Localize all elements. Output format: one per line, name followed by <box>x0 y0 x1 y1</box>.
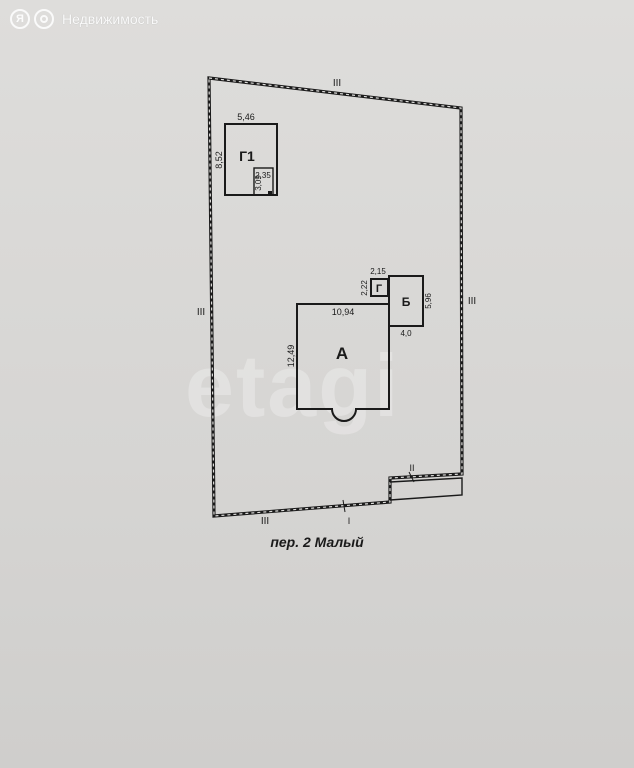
building-a-height: 12,49 <box>286 345 296 368</box>
ring-logo-icon <box>34 9 54 29</box>
parcel-boundary <box>207 76 464 518</box>
label-bottom-mid: I <box>348 516 351 526</box>
building-g-name: Г <box>376 283 383 295</box>
street-name: пер. 2 Малый <box>270 534 364 550</box>
building-b-width: 4,0 <box>400 329 412 338</box>
building-b-height: 5,96 <box>424 293 433 309</box>
building-g-width: 2,15 <box>370 267 386 276</box>
label-left-boundary: III <box>197 307 205 318</box>
building-g1-name: Г1 <box>239 148 255 164</box>
building-g1-height: 8,52 <box>214 151 224 169</box>
building-b-name: Б <box>402 295 411 309</box>
label-top-boundary: III <box>333 78 341 89</box>
brand-title: Недвижимость <box>62 11 159 27</box>
label-bottom-boundary: III <box>261 516 269 527</box>
label-right-boundary: III <box>468 296 476 307</box>
building-a <box>296 303 390 422</box>
watermark: etagi <box>185 336 401 435</box>
building-g1 <box>224 123 278 196</box>
brand-header[interactable]: Я Недвижимость <box>10 8 158 30</box>
building-g-height: 2,22 <box>360 280 369 296</box>
building-g1-inner-width: 2,35 <box>255 171 271 180</box>
yandex-logo-icon: Я <box>10 9 30 29</box>
label-inner-right: II <box>409 463 414 473</box>
building-a-name: А <box>336 344 348 363</box>
building-a-width: 10,94 <box>332 307 355 317</box>
building-g1-width: 5,46 <box>237 112 255 122</box>
building-b <box>388 275 424 327</box>
building-g1-inner-height: 3,09 <box>254 175 263 191</box>
